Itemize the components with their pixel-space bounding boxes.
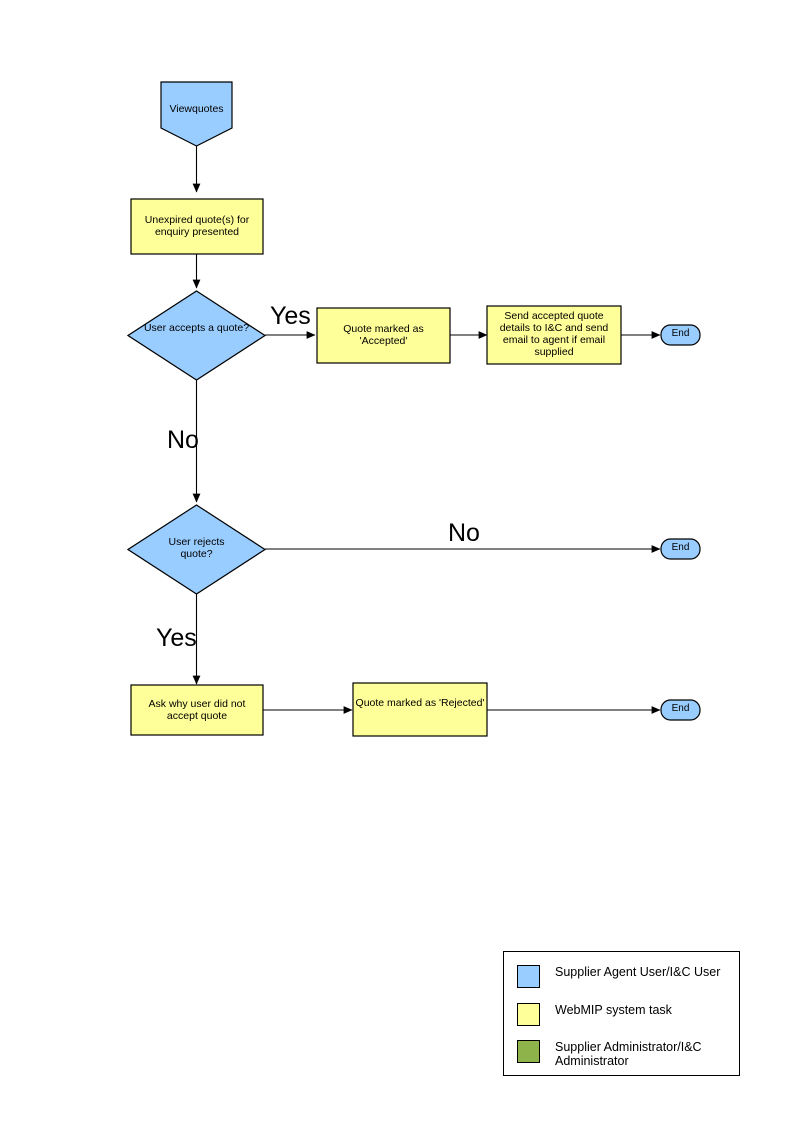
legend-swatch-admin-green: [517, 1040, 540, 1063]
node-unexpired-quotes[interactable]: [130, 198, 264, 255]
node-decision-user-accepts[interactable]: [126, 290, 267, 381]
legend-item-supplier-admin: Supplier Administrator/I&C Administrator: [517, 1040, 702, 1069]
legend: Supplier Agent User/I&C User WebMIP syst…: [503, 951, 740, 1076]
node-quote-marked-rejected[interactable]: [352, 682, 488, 737]
edge-label-reject-yes: Yes: [156, 624, 197, 652]
edge-label-accept-yes: Yes: [270, 302, 311, 330]
node-ask-why-not-accept[interactable]: [130, 684, 264, 736]
legend-item-webmip-task: WebMIP system task: [517, 1003, 672, 1026]
node-decision-user-rejects[interactable]: [126, 504, 267, 595]
legend-label-webmip-task: WebMIP system task: [555, 1003, 672, 1017]
node-end-no-reject[interactable]: [660, 538, 701, 560]
legend-label-supplier-agent: Supplier Agent User/I&C User: [555, 965, 721, 979]
edge-label-accept-no: No: [167, 426, 199, 454]
node-end-rejected[interactable]: [660, 699, 701, 721]
node-end-accepted[interactable]: [660, 324, 701, 346]
edge-label-reject-no: No: [448, 519, 480, 547]
node-start-viewquotes[interactable]: [160, 81, 233, 147]
legend-item-supplier-agent: Supplier Agent User/I&C User: [517, 965, 720, 988]
node-quote-marked-accepted[interactable]: [316, 307, 451, 364]
legend-label-supplier-admin: Supplier Administrator/I&C Administrator: [555, 1040, 702, 1069]
legend-swatch-system-yellow: [517, 1003, 540, 1026]
node-send-accepted-details[interactable]: [486, 305, 622, 365]
legend-swatch-actor-blue: [517, 965, 540, 988]
